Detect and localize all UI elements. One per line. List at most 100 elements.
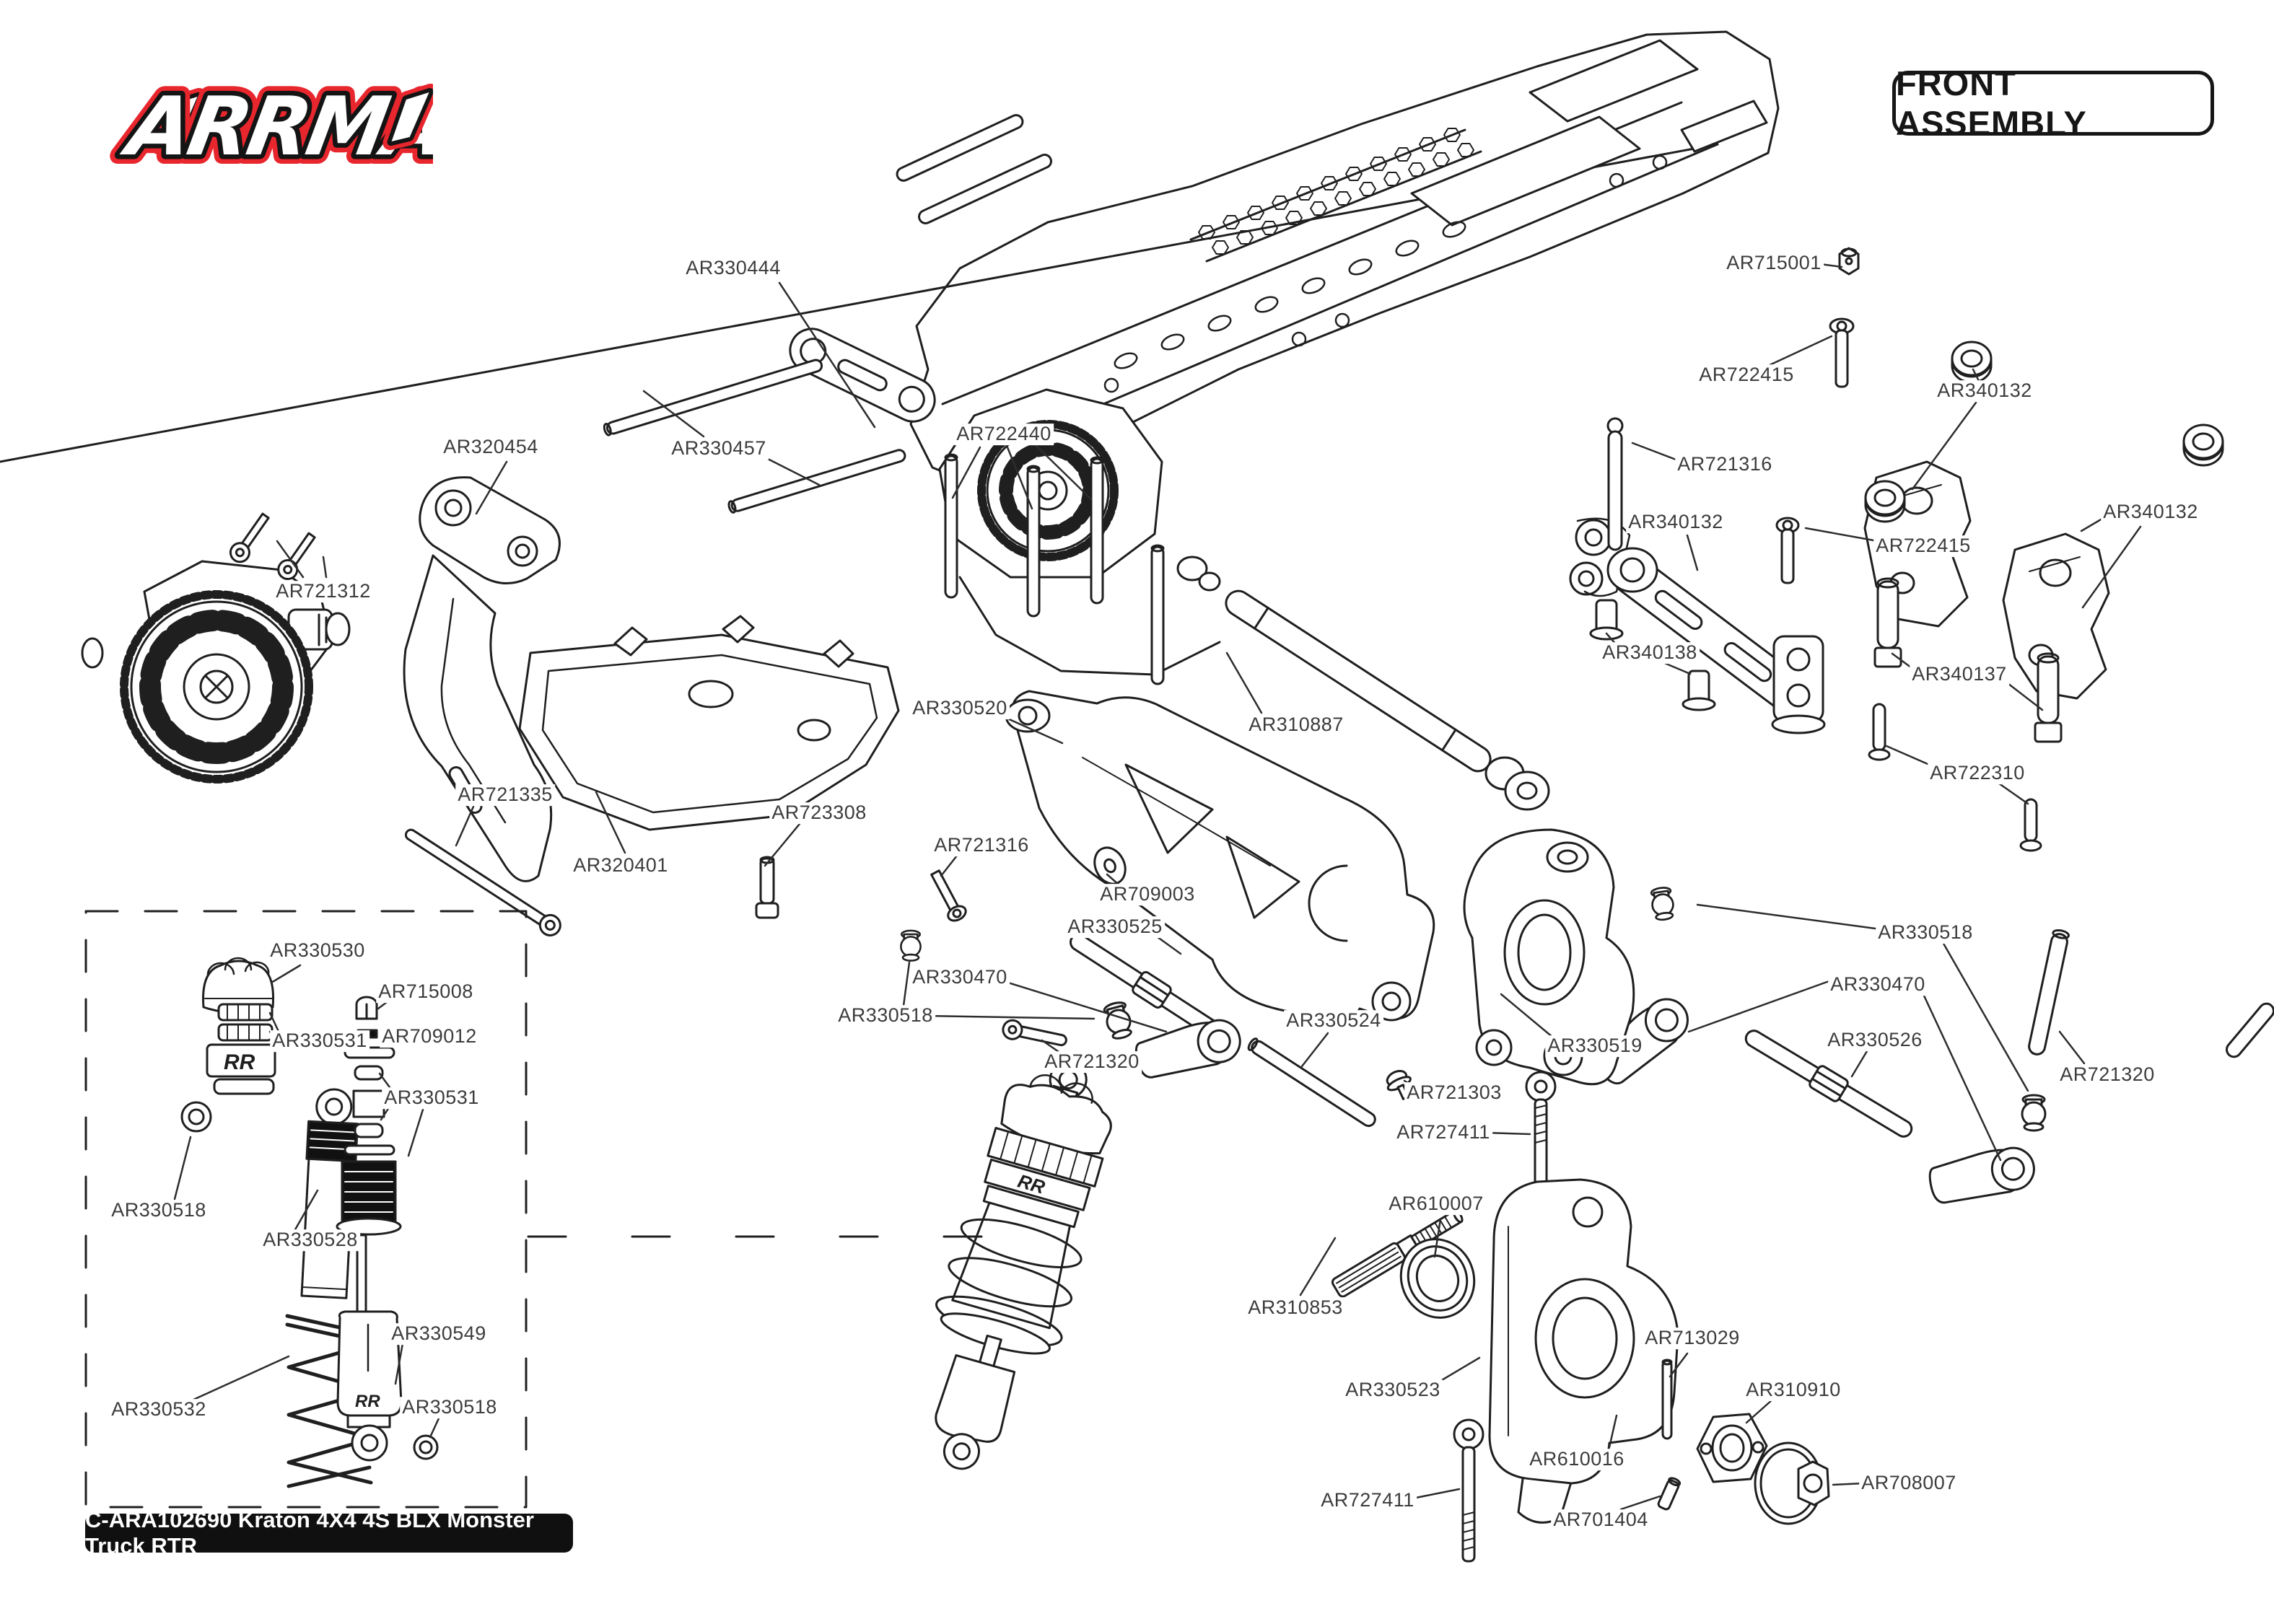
suspension-arm-illustration xyxy=(1005,690,1435,1027)
part-label: AR330444 xyxy=(683,257,783,279)
leader-line xyxy=(1923,994,2002,1162)
leader-line xyxy=(1433,1218,1442,1258)
part-label: AR340137 xyxy=(1910,663,2009,685)
part-label: AR330549 xyxy=(389,1322,489,1345)
leader-line xyxy=(455,805,475,847)
part-label: AR709012 xyxy=(380,1025,479,1048)
logo-apostrophe-left xyxy=(151,88,206,154)
svg-text:RR: RR xyxy=(355,1392,380,1411)
leader-line xyxy=(394,1342,404,1385)
leader-line xyxy=(192,1355,290,1401)
leader-line xyxy=(173,1136,192,1201)
part-label: AR721320 xyxy=(2057,1063,2157,1086)
leader-line xyxy=(1006,446,1033,510)
leader-line xyxy=(1407,1488,1461,1501)
leader-line xyxy=(1300,1032,1329,1068)
leader-line xyxy=(951,446,981,499)
part-label: AR330532 xyxy=(109,1398,209,1421)
chassis-illustration xyxy=(0,30,1780,676)
part-label: AR722440 xyxy=(954,423,1054,445)
part-label: AR715001 xyxy=(1724,252,1824,274)
part-label: AR721316 xyxy=(932,834,1031,856)
arrma-logo: ARRMA ARRMA ARRMA xyxy=(106,70,433,175)
part-label: AR330531 xyxy=(382,1087,481,1109)
steering-rack-illustration xyxy=(1569,517,1826,734)
part-label: AR330518 xyxy=(109,1199,209,1221)
leader-line xyxy=(1972,368,1980,382)
leader-line xyxy=(764,822,801,867)
rod-end-illustration xyxy=(1131,1014,1246,1084)
rod-illustration xyxy=(2226,1002,2274,1058)
leader-line xyxy=(1998,782,2029,805)
leader-line xyxy=(1819,263,1843,268)
leader-line xyxy=(1041,1039,1062,1055)
leader-line xyxy=(924,1014,1096,1020)
cvd-axle-illustration xyxy=(1331,1209,1464,1298)
part-label: AR721312 xyxy=(274,580,373,602)
detail-box xyxy=(84,910,528,1509)
page-title-text: FRONT ASSEMBLY xyxy=(1896,64,2087,142)
caster-block-illustration xyxy=(2002,532,2110,700)
leader-line xyxy=(1484,1131,1531,1136)
leader-line xyxy=(902,961,911,1007)
part-label: AR715008 xyxy=(376,980,476,1003)
part-label: AR722415 xyxy=(1873,535,1973,557)
part-label: AR330524 xyxy=(1284,1009,1383,1032)
leader-line xyxy=(1299,1237,1337,1296)
leader-line xyxy=(758,453,821,486)
kit-id-badge: C-ARA102690 Kraton 4X4 4S BLX Monster Tr… xyxy=(85,1507,573,1558)
skid-plate-illustration xyxy=(518,615,900,831)
part-label: AR708007 xyxy=(1859,1472,1959,1494)
part-label: AR330520 xyxy=(910,697,1010,719)
part-label: AR610007 xyxy=(1386,1193,1486,1215)
leader-line xyxy=(1033,443,1093,501)
part-label: AR330523 xyxy=(1343,1379,1443,1401)
wheel-nut-illustration xyxy=(1754,1441,1830,1525)
differential-illustration xyxy=(81,560,351,784)
leader-line xyxy=(642,390,705,438)
part-label: AR721320 xyxy=(1042,1050,1142,1073)
leader-lines xyxy=(173,263,2142,1511)
leader-line xyxy=(1631,442,1683,463)
part-label: AR330531 xyxy=(270,1030,369,1052)
leader-line xyxy=(940,854,958,877)
driveshaft-illustration xyxy=(1176,556,1550,811)
part-label: AR727411 xyxy=(1394,1121,1492,1144)
hinge-pins-illustration xyxy=(944,453,1165,685)
part-label: AR723308 xyxy=(769,802,869,824)
assembled-shock-illustration: RR xyxy=(935,1061,1112,1470)
part-label: AR330518 xyxy=(1876,921,1975,944)
logo-text-red-outline: ARRMA xyxy=(115,79,433,174)
part-label: AR340132 xyxy=(1626,511,1726,533)
leader-line xyxy=(293,1189,319,1232)
leader-line xyxy=(1686,534,1699,571)
part-label: AR330530 xyxy=(268,939,367,962)
part-label: AR310910 xyxy=(1744,1379,1843,1401)
screw-pair-illustration xyxy=(229,512,316,581)
leader-line xyxy=(1153,934,1182,955)
leader-line xyxy=(997,978,1168,1033)
leader-line xyxy=(475,460,508,515)
leader-line xyxy=(1608,1414,1618,1449)
leader-line xyxy=(1804,527,1879,543)
logo-text: ARRMA xyxy=(115,79,433,174)
leader-line xyxy=(1669,1352,1689,1378)
logo-text-black-outline: ARRMA xyxy=(115,79,433,174)
leader-line xyxy=(1500,993,1554,1039)
svg-text:RR: RR xyxy=(224,1050,255,1074)
leader-line xyxy=(407,1108,424,1157)
part-label: AR340132 xyxy=(2101,501,2200,523)
hinge-pin-illustration xyxy=(1247,1037,1376,1128)
part-label: AR713029 xyxy=(1643,1327,1742,1349)
part-label: AR330519 xyxy=(1545,1035,1645,1057)
part-label: AR330518 xyxy=(836,1004,935,1027)
part-label: AR721335 xyxy=(455,784,555,806)
leader-line xyxy=(1696,903,1882,931)
leader-line xyxy=(1106,873,1120,886)
leader-line xyxy=(1885,745,1934,768)
part-label: AR330457 xyxy=(669,437,769,460)
leader-line xyxy=(1911,401,1977,491)
bushing-illustration xyxy=(1864,480,1906,523)
part-label: AR709003 xyxy=(1098,883,1197,905)
